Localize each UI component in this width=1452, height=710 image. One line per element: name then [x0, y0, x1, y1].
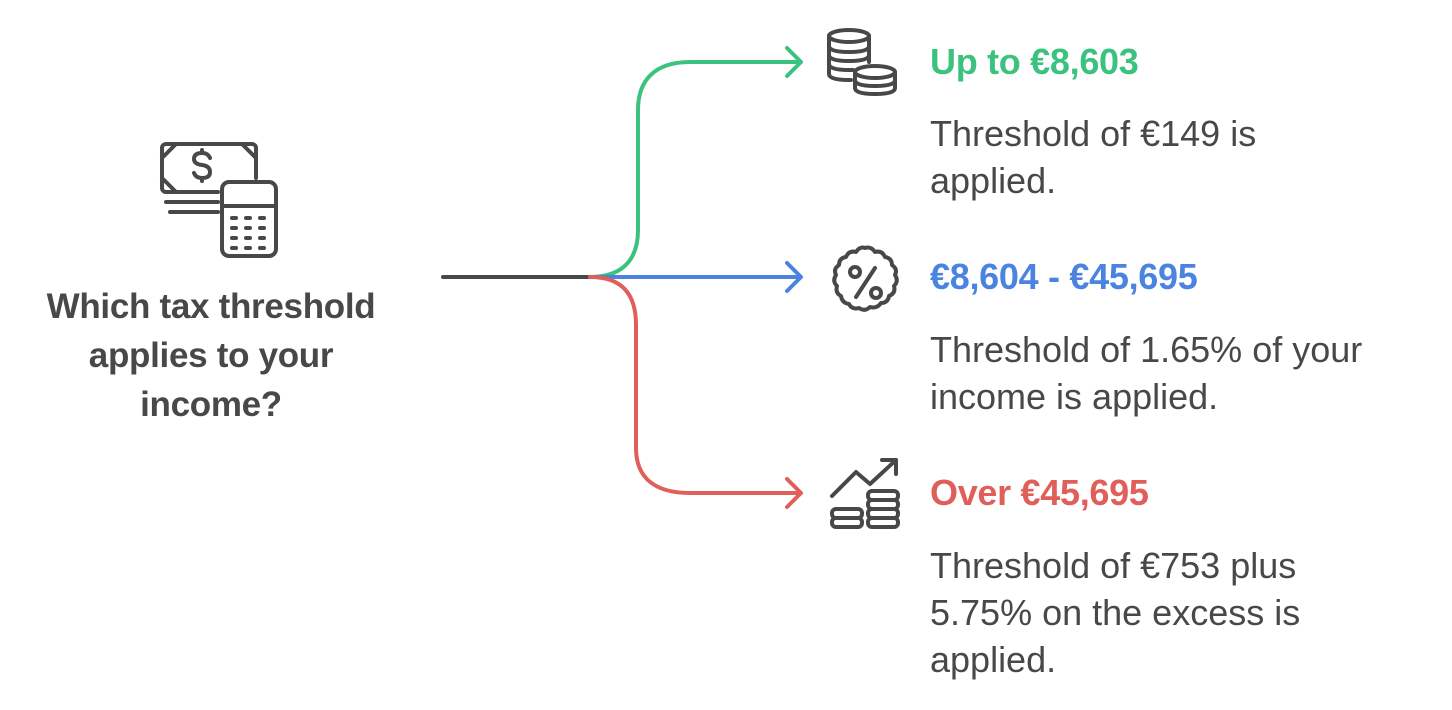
growth-coins-icon	[830, 458, 900, 529]
branch-title-red: Over €45,695	[930, 472, 1149, 513]
branch-title-green: Up to €8,603	[930, 41, 1139, 82]
arrowhead-green	[785, 46, 803, 78]
question-text: Which tax threshold applies to your inco…	[46, 287, 376, 424]
arrowhead-blue	[785, 261, 803, 293]
money-calculator-icon	[160, 142, 278, 258]
branch-description-blue: Threshold of 1.65% of your income is app…	[930, 329, 1363, 417]
branch-title-blue: €8,604 - €45,695	[930, 256, 1198, 297]
branch-description-green: Threshold of €149 is applied.	[930, 113, 1257, 201]
percent-badge-icon	[832, 245, 899, 312]
arrowhead-red	[785, 477, 803, 509]
branch-description-red: Threshold of €753 plus 5.75% on the exce…	[930, 545, 1301, 680]
connector-red	[588, 275, 802, 495]
connector-green	[588, 60, 802, 279]
coin-stack-icon	[827, 28, 897, 96]
